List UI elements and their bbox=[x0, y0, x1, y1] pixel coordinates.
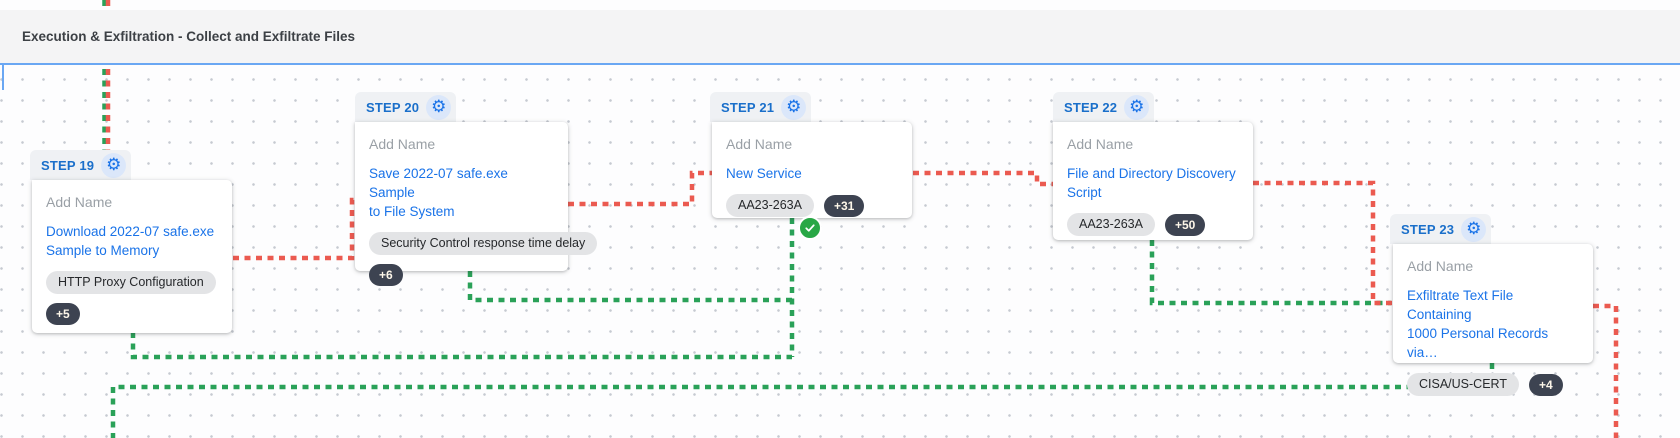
gear-icon[interactable]: ⚙ bbox=[1461, 216, 1487, 242]
step-22-card[interactable]: Add Name File and Directory Discovery Sc… bbox=[1053, 122, 1253, 240]
connector-red-step20-to-step21 bbox=[568, 170, 713, 207]
connector-green-step22-to-step23 bbox=[1149, 240, 1391, 306]
step-23-label: STEP 23 bbox=[1401, 221, 1455, 237]
add-name-field[interactable]: Add Name bbox=[726, 136, 793, 152]
tag-chip[interactable]: AA23-263A bbox=[1067, 213, 1155, 236]
tag-chip[interactable]: CISA/US-CERT bbox=[1407, 373, 1519, 396]
gear-icon[interactable]: ⚙ bbox=[101, 152, 127, 178]
attack-link[interactable]: Exfiltrate Text File Containing 1000 Per… bbox=[1407, 288, 1549, 360]
gear-icon[interactable]: ⚙ bbox=[1124, 94, 1150, 120]
step-21-label: STEP 21 bbox=[721, 99, 775, 115]
gear-icon[interactable]: ⚙ bbox=[781, 94, 807, 120]
step-21-header[interactable]: STEP 21 ⚙ bbox=[710, 92, 812, 122]
more-tags-chip[interactable]: +50 bbox=[1164, 213, 1206, 236]
step-19: STEP 19 ⚙ Add Name Download 2022-07 safe… bbox=[30, 150, 232, 333]
step-21-success-check-icon bbox=[798, 216, 822, 240]
add-name-field[interactable]: Add Name bbox=[1407, 258, 1474, 274]
scenario-header: Execution & Exfiltration - Collect and E… bbox=[0, 10, 1680, 63]
step-19-header[interactable]: STEP 19 ⚙ bbox=[30, 150, 132, 180]
tag-chip[interactable]: Security Control response time delay bbox=[369, 232, 598, 255]
panel-left-border bbox=[2, 63, 4, 90]
panel-top-border bbox=[0, 63, 1680, 65]
connector-green-step20-bottom bbox=[467, 271, 792, 303]
more-tags-chip[interactable]: +4 bbox=[1528, 373, 1563, 396]
attack-link[interactable]: File and Directory Discovery Script bbox=[1067, 166, 1236, 200]
more-tags-chip[interactable]: +6 bbox=[369, 264, 403, 286]
add-name-field[interactable]: Add Name bbox=[1067, 136, 1134, 152]
more-tags-chip[interactable]: +5 bbox=[46, 303, 80, 325]
step-20-header[interactable]: STEP 20 ⚙ bbox=[355, 92, 457, 122]
step-23-card[interactable]: Add Name Exfiltrate Text File Containing… bbox=[1393, 244, 1593, 396]
connector-green-step19-bottom bbox=[130, 332, 792, 360]
step-19-card[interactable]: Add Name Download 2022-07 safe.exe Sampl… bbox=[32, 180, 232, 333]
step-20-card[interactable]: Add Name Save 2022-07 safe.exe Sample to… bbox=[355, 122, 598, 286]
connector-green-step23-bottom bbox=[110, 363, 1495, 438]
step-22: STEP 22 ⚙ Add Name File and Directory Di… bbox=[1053, 92, 1253, 240]
scenario-title: Execution & Exfiltration - Collect and E… bbox=[22, 29, 356, 44]
step-20: STEP 20 ⚙ Add Name Save 2022-07 safe.exe… bbox=[355, 92, 598, 286]
connector-red-step21-to-step22 bbox=[913, 170, 1053, 187]
add-name-field[interactable]: Add Name bbox=[369, 136, 436, 152]
more-tags-chip[interactable]: +31 bbox=[823, 194, 865, 217]
step-23: STEP 23 ⚙ Add Name Exfiltrate Text File … bbox=[1390, 214, 1593, 396]
tag-chip[interactable]: AA23-263A bbox=[726, 194, 814, 217]
step-22-header[interactable]: STEP 22 ⚙ bbox=[1053, 92, 1155, 122]
attack-link[interactable]: New Service bbox=[726, 166, 802, 181]
step-20-label: STEP 20 bbox=[366, 99, 420, 115]
connector-red-step23-out bbox=[1593, 303, 1619, 438]
attack-link[interactable]: Download 2022-07 safe.exe Sample to Memo… bbox=[46, 224, 215, 258]
connector-red-step22-to-step23 bbox=[1253, 180, 1392, 306]
connector-red-step19-to-step20 bbox=[233, 197, 357, 261]
step-22-label: STEP 22 bbox=[1064, 99, 1118, 115]
gear-icon[interactable]: ⚙ bbox=[426, 94, 452, 120]
step-21: STEP 21 ⚙ Add Name New Service AA23-263A… bbox=[710, 92, 912, 218]
attack-link[interactable]: Save 2022-07 safe.exe Sample to File Sys… bbox=[369, 166, 508, 219]
step-23-header[interactable]: STEP 23 ⚙ bbox=[1390, 214, 1492, 244]
add-name-field[interactable]: Add Name bbox=[46, 194, 113, 210]
tag-chip[interactable]: HTTP Proxy Configuration bbox=[46, 271, 216, 294]
step-19-label: STEP 19 bbox=[41, 157, 95, 173]
step-21-card[interactable]: Add Name New Service AA23-263A +31 bbox=[712, 122, 912, 218]
